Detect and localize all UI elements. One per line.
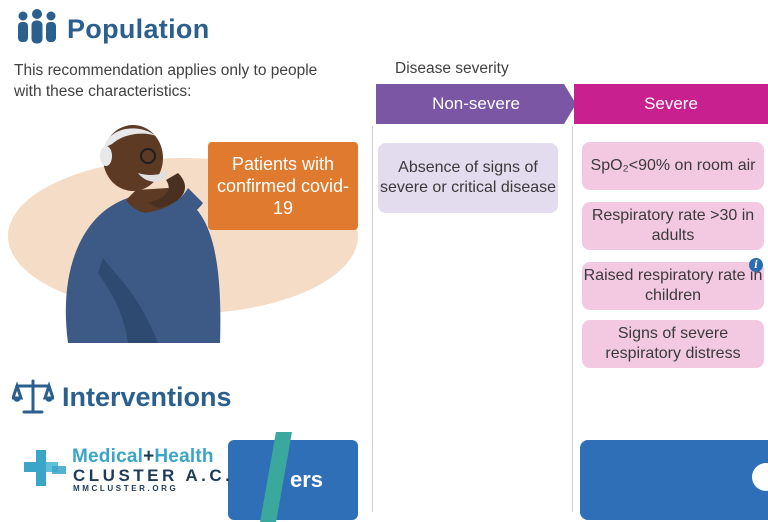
severe-criterion-resp-distress: Signs of severe respiratory distress (582, 320, 764, 368)
patients-box: Patients with confirmed covid-19 (208, 142, 358, 230)
check-circle-icon (752, 463, 768, 491)
intervention-box (228, 440, 358, 520)
population-description: This recommendation applies only to peop… (14, 62, 318, 100)
tab-non-severe: Non-severe (376, 84, 576, 124)
non-severe-criterion: Absence of signs of severe or critical d… (378, 143, 558, 213)
severe-criterion-resp-rate-children: Raised respiratory rate in children (582, 262, 764, 310)
intervention-box (580, 440, 768, 520)
tab-severe: Severe (574, 84, 768, 124)
people-group-icon (18, 9, 56, 44)
scales-icon (12, 379, 54, 414)
intervention-box-text: ers (290, 467, 324, 492)
logo-subtitle: CLUSTER A.C. (73, 466, 234, 485)
logo-website: MMCLUSTER.ORG (73, 484, 179, 493)
medical-cross-icon (24, 450, 66, 486)
population-heading: Population (67, 14, 210, 44)
disease-severity-label: Disease severity (395, 60, 509, 77)
column-divider (572, 126, 573, 512)
info-icon[interactable]: i (749, 258, 763, 272)
interventions-heading: Interventions (62, 382, 232, 412)
severe-criterion-resp-rate-adults: Respiratory rate >30 in adults (582, 202, 764, 250)
column-divider (372, 126, 373, 512)
logo-name: Medical+Health (72, 446, 214, 467)
severe-criterion-spo2: SpO₂<90% on room air (582, 142, 764, 190)
